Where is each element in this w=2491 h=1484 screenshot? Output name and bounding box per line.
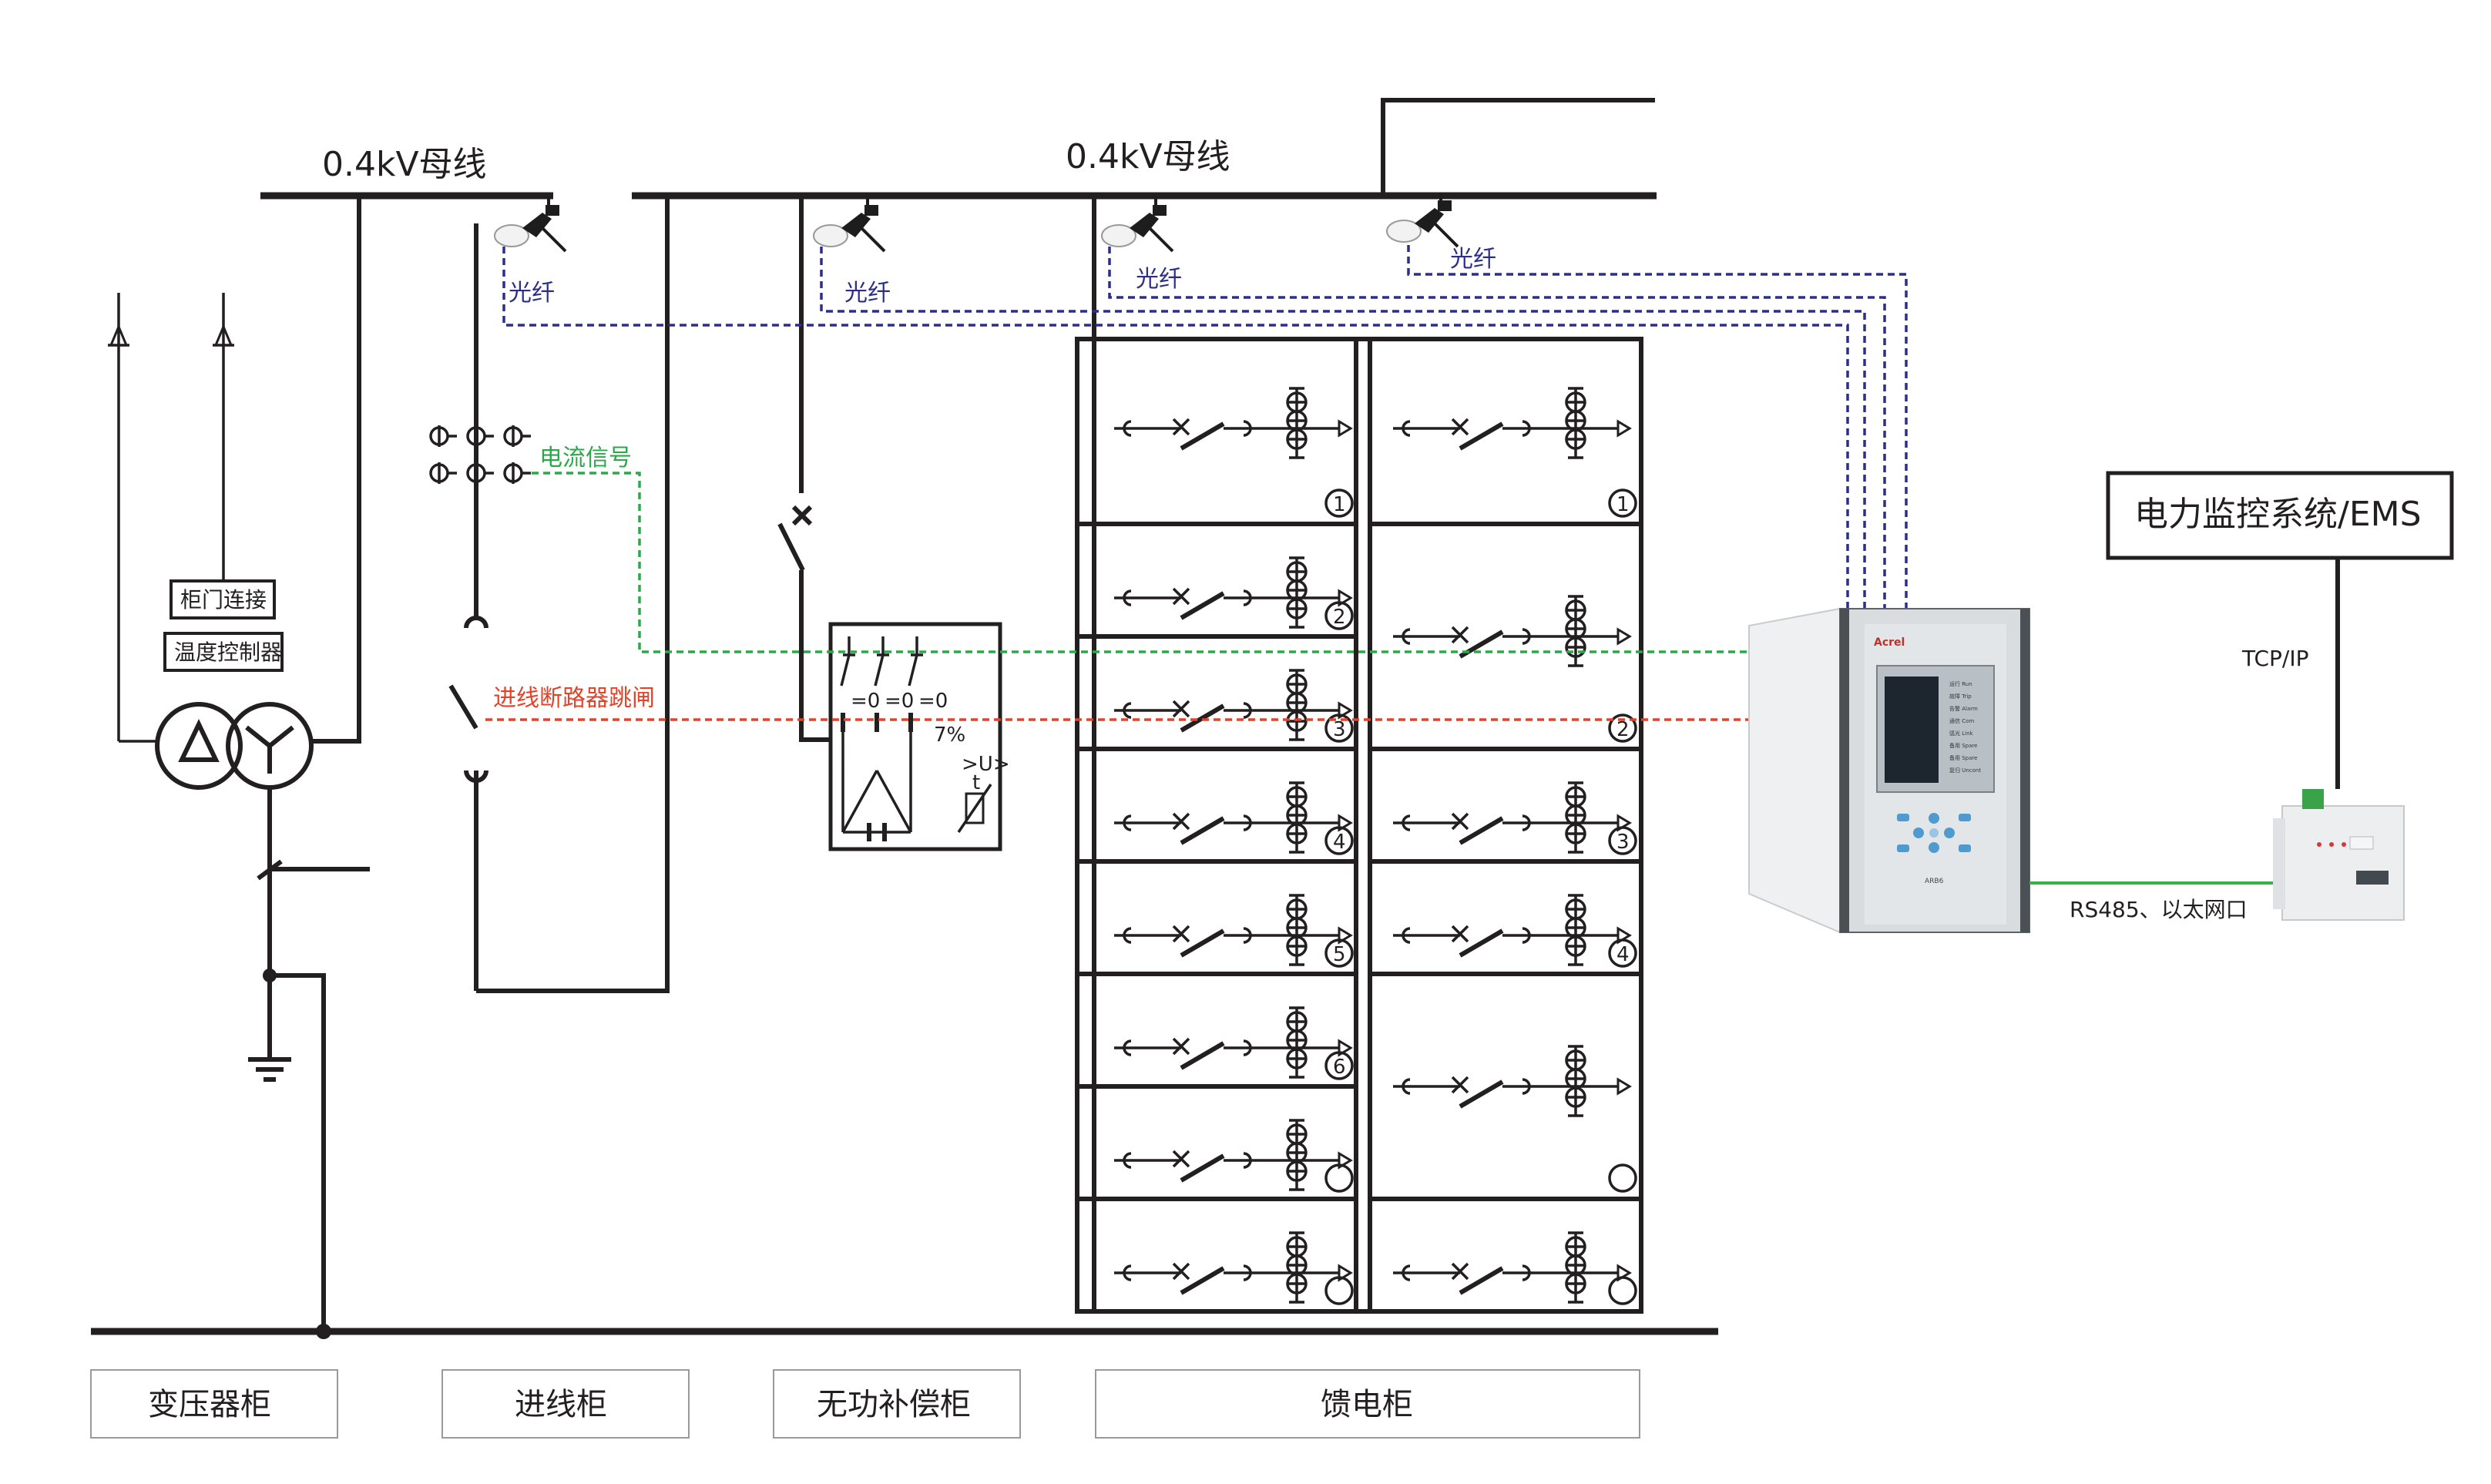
capacitor-symbol-1: =0 xyxy=(851,690,880,713)
feeder-left-num-2: 2 xyxy=(1333,606,1346,629)
fiber-line-4 xyxy=(1407,245,1908,609)
arc-sensor-icon-3 xyxy=(1100,196,1174,253)
gateway-device xyxy=(2273,789,2405,921)
fiber-label-2: 光纤 xyxy=(844,280,891,307)
arc-protection-device: Acrel 运行 Run 故障 Trip 告警 Alarm 通信 Com 弧光 … xyxy=(1748,607,2030,934)
feeder-right-num-1: 1 xyxy=(1616,493,1630,516)
feeder-left-num-4: 4 xyxy=(1333,831,1346,854)
trip-signal-label: 进线断路器跳闸 xyxy=(493,685,655,712)
feeder-right-num-4: 4 xyxy=(1616,943,1630,966)
current-signal-label: 电流信号 xyxy=(539,445,632,472)
device-led-1: 运行 Run xyxy=(1949,680,1972,687)
feeder-unit-right-3 xyxy=(1393,783,1630,852)
feeder-right-num-3: 3 xyxy=(1616,831,1630,854)
feeder-right-num-2: 2 xyxy=(1616,718,1630,741)
arc-sensor-icon-1 xyxy=(493,196,567,253)
reactor-percent: 7% xyxy=(934,724,965,747)
cabinet-label-feeder: 馈电柜 xyxy=(1321,1387,1413,1422)
temp-controller-label: 温度控制器 xyxy=(174,640,282,665)
fiber-line-3 xyxy=(1108,247,1886,609)
feeder-unit-left-7 xyxy=(1114,1120,1351,1190)
device-led-2: 故障 Trip xyxy=(1949,693,1972,700)
feeder-unit-right-5 xyxy=(1393,1046,1630,1116)
ems-label: 电力监控系统/EMS xyxy=(2134,495,2422,534)
device-lcd-screen xyxy=(1885,677,1939,783)
device-led-6: 备用 Spare xyxy=(1949,742,1977,749)
ems-box xyxy=(2106,471,2454,560)
feeder-left-num-1: 1 xyxy=(1333,493,1346,516)
feeder-unit-right-4 xyxy=(1393,895,1630,965)
cabinet-label-transformer: 变压器柜 xyxy=(148,1387,271,1422)
feeder-unit-left-4 xyxy=(1114,783,1351,852)
feeder-left-num-3: 3 xyxy=(1333,718,1346,741)
device-led-7: 备用 Spare xyxy=(1949,754,1977,761)
feeder-left-num-5: 5 xyxy=(1333,943,1346,966)
device-led-5: 弧光 Link xyxy=(1949,730,1974,737)
feeder-unit-left-2 xyxy=(1114,558,1351,627)
svg-text:t: t xyxy=(972,771,980,794)
feeder-unit-right-1 xyxy=(1393,388,1630,458)
transformer-cabinet-diagram: 柜门连接 温度控制器 xyxy=(108,196,370,1339)
cabinet-label-reactive: 无功补偿柜 xyxy=(817,1387,971,1422)
svg-text:>U>: >U> xyxy=(962,753,1010,776)
cabinet-label-incoming: 进线柜 xyxy=(515,1387,607,1422)
feeder-unit-left-8 xyxy=(1114,1233,1351,1302)
reactive-compensation-diagram: =0 =0 =0 7% >U> t xyxy=(777,196,1010,851)
capacitor-symbol-2: =0 xyxy=(885,690,914,713)
feeder-frame xyxy=(1075,337,1643,1314)
busbar-left-label: 0.4kV母线 xyxy=(322,145,487,184)
capacitor-symbol-3: =0 xyxy=(918,690,948,713)
feeder-unit-left-1 xyxy=(1114,388,1351,458)
device-brand: Acrel xyxy=(1874,636,1905,649)
arc-sensor-icon-4 xyxy=(1385,191,1459,248)
feeder-unit-right-2 xyxy=(1393,596,1630,666)
device-led-4: 通信 Com xyxy=(1949,717,1974,724)
current-signal-line xyxy=(532,472,1749,653)
device-led-8: 复归 Uncont xyxy=(1949,767,1981,774)
feeder-unit-left-3 xyxy=(1114,670,1351,740)
busbar-tap-line xyxy=(1381,98,1655,196)
fiber-label-3: 光纤 xyxy=(1136,266,1182,293)
feeder-unit-right-6 xyxy=(1393,1233,1630,1302)
fiber-label-4: 光纤 xyxy=(1450,246,1496,273)
fiber-line-1 xyxy=(502,247,1849,609)
arc-sensor-icon-2 xyxy=(812,196,886,253)
busbar-right-label: 0.4kV母线 xyxy=(1066,137,1230,176)
feeder-unit-left-6 xyxy=(1114,1008,1351,1077)
feeder-unit-left-5 xyxy=(1114,895,1351,965)
rs485-label: RS485、以太网口 xyxy=(2070,897,2248,922)
cabinet-door-label: 柜门连接 xyxy=(180,587,267,613)
device-led-3: 告警 Alarm xyxy=(1949,705,1978,712)
capacitor-bank-box xyxy=(828,622,1002,851)
incoming-cabinet-diagram xyxy=(429,196,670,993)
feeder-cabinet-diagram: 1 2 3 4 5 6 1 2 3 4 xyxy=(1075,196,1643,1314)
transformer-primary-winding xyxy=(155,702,243,790)
feeder-left-num-6: 6 xyxy=(1333,1056,1346,1079)
tcpip-label: TCP/IP xyxy=(2241,646,2308,671)
device-model: ARB6 xyxy=(1925,878,1944,885)
fiber-line-2 xyxy=(820,247,1866,609)
fiber-label-1: 光纤 xyxy=(509,280,555,307)
